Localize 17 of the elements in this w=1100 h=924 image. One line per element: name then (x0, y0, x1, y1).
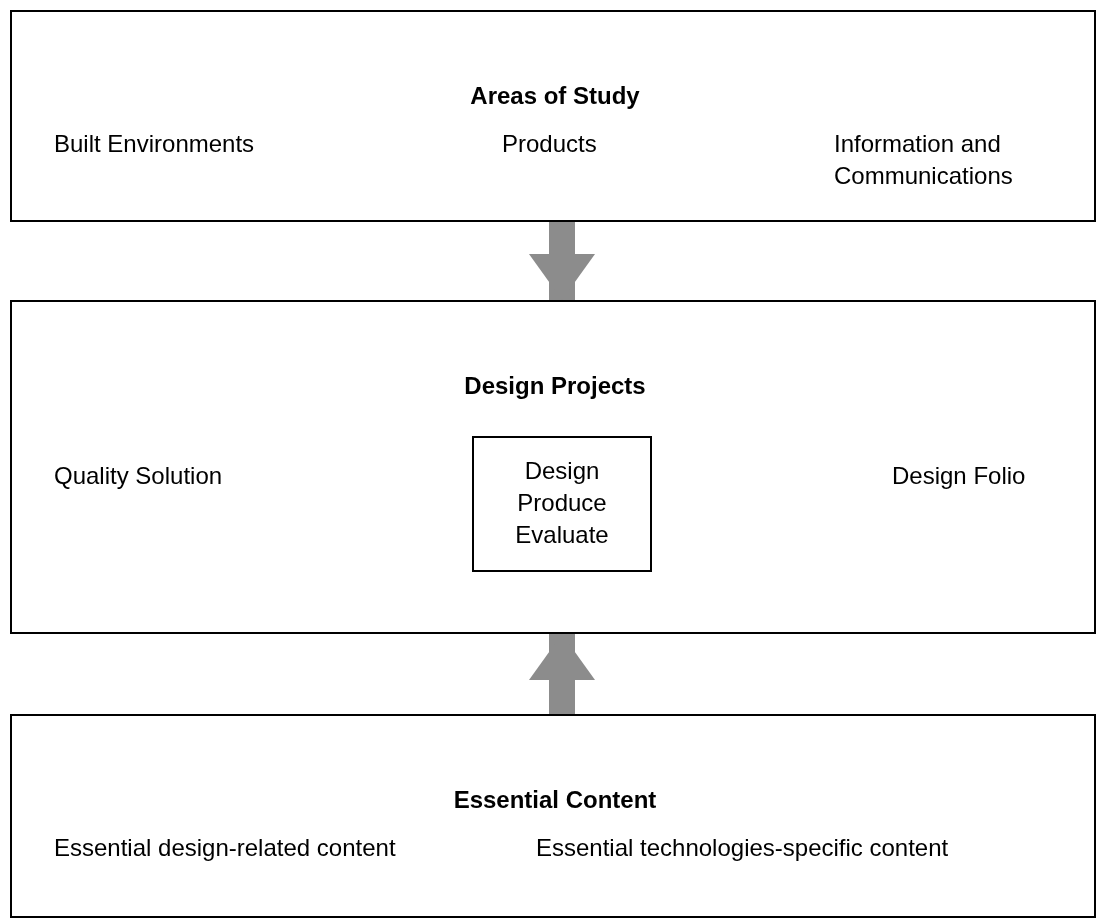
category-panel (10, 714, 1096, 918)
item-label: Design Folio (892, 461, 1027, 491)
block-arrow (529, 222, 595, 300)
category-panel (10, 10, 1096, 222)
item-label: Quality Solution (54, 461, 224, 491)
item-label: Built Environments (54, 129, 256, 159)
category-panel (10, 300, 1096, 634)
heading: Areas of Study (469, 81, 641, 111)
item-label: Essential technologies-specific content (536, 833, 950, 863)
item-label: Essential design-related content (54, 833, 397, 863)
heading: Design Projects (463, 371, 647, 401)
block-arrow (529, 634, 595, 714)
heading: Essential Content (452, 785, 658, 815)
item-label: Products (502, 129, 598, 159)
item-label: Information and Communications (834, 129, 1014, 191)
process-box (472, 436, 652, 572)
item-label: Design Produce Evaluate (514, 456, 610, 550)
